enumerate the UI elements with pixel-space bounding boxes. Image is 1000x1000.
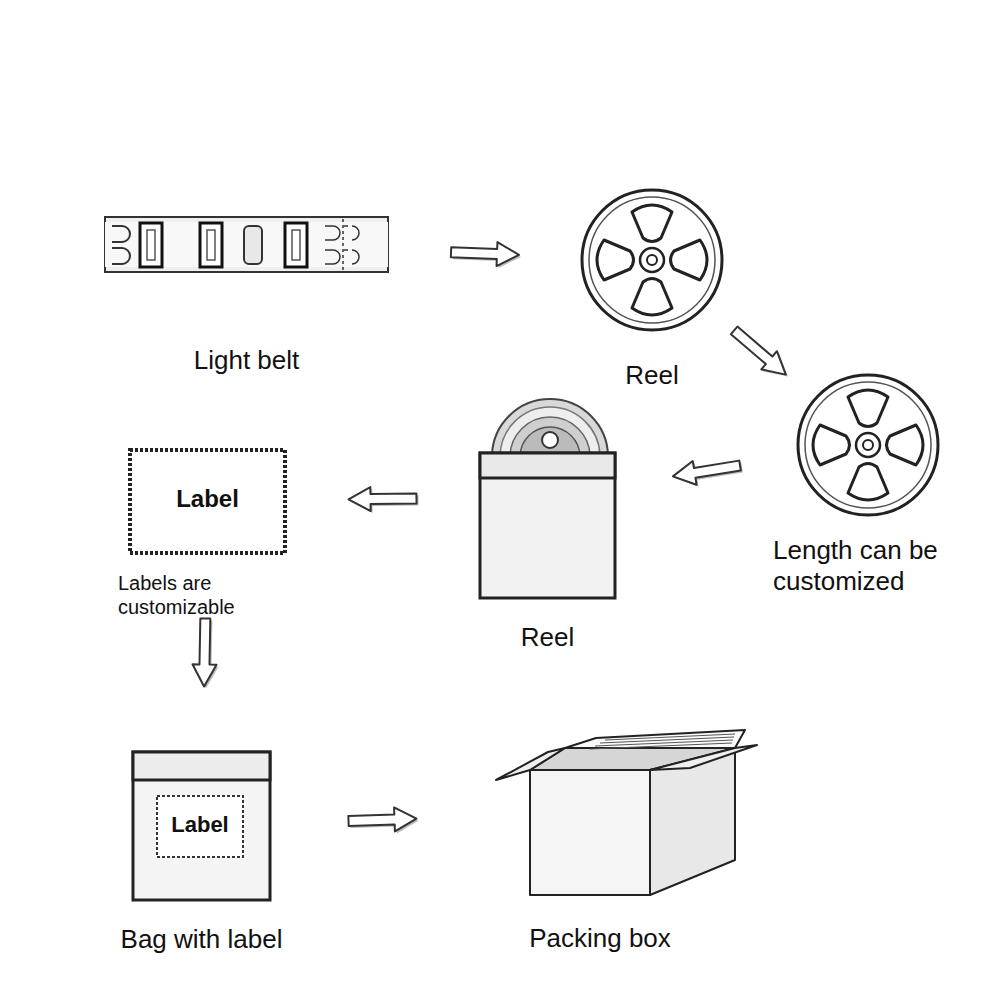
diagram-node: Packing box xyxy=(495,728,757,895)
caption: Packing box xyxy=(480,923,720,954)
flow-arrow xyxy=(348,807,419,835)
diagram-node: Reel xyxy=(480,395,615,598)
flow-arrow xyxy=(671,454,744,490)
packing-box xyxy=(496,730,757,895)
flow-arrow xyxy=(726,321,795,385)
diagram-node: Reel xyxy=(582,190,722,330)
diagram-node: LabelLabels are customizable xyxy=(130,450,285,553)
flow-arrow xyxy=(348,486,418,513)
reel xyxy=(582,190,722,330)
label-text: Label xyxy=(138,485,277,514)
diagram-node: Label xyxy=(157,796,243,857)
diagram-node: LabelBag with label xyxy=(133,752,270,900)
caption: Labels are customizable xyxy=(118,571,288,619)
caption: Reel xyxy=(440,622,655,653)
caption: Length can be customized xyxy=(773,535,995,597)
flow-arrow xyxy=(192,618,219,688)
flow-arrow xyxy=(451,240,522,269)
caption: Bag with label xyxy=(103,924,300,955)
block-arrow xyxy=(192,618,217,686)
diagram-node: Length can be customized xyxy=(798,375,938,515)
block-arrow xyxy=(671,454,742,488)
caption: Reel xyxy=(542,360,762,391)
block-arrow xyxy=(348,486,416,511)
block-arrow xyxy=(348,807,417,833)
bag xyxy=(133,752,270,900)
block-arrow xyxy=(726,321,793,383)
caption: Light belt xyxy=(85,345,408,376)
block-arrow xyxy=(451,240,520,267)
diagram-node: Light belt xyxy=(105,217,388,272)
reel-in-bag xyxy=(480,399,615,598)
light-strip xyxy=(105,217,388,272)
label-card xyxy=(130,450,285,553)
reel xyxy=(798,375,938,515)
caption: Label xyxy=(159,812,241,838)
